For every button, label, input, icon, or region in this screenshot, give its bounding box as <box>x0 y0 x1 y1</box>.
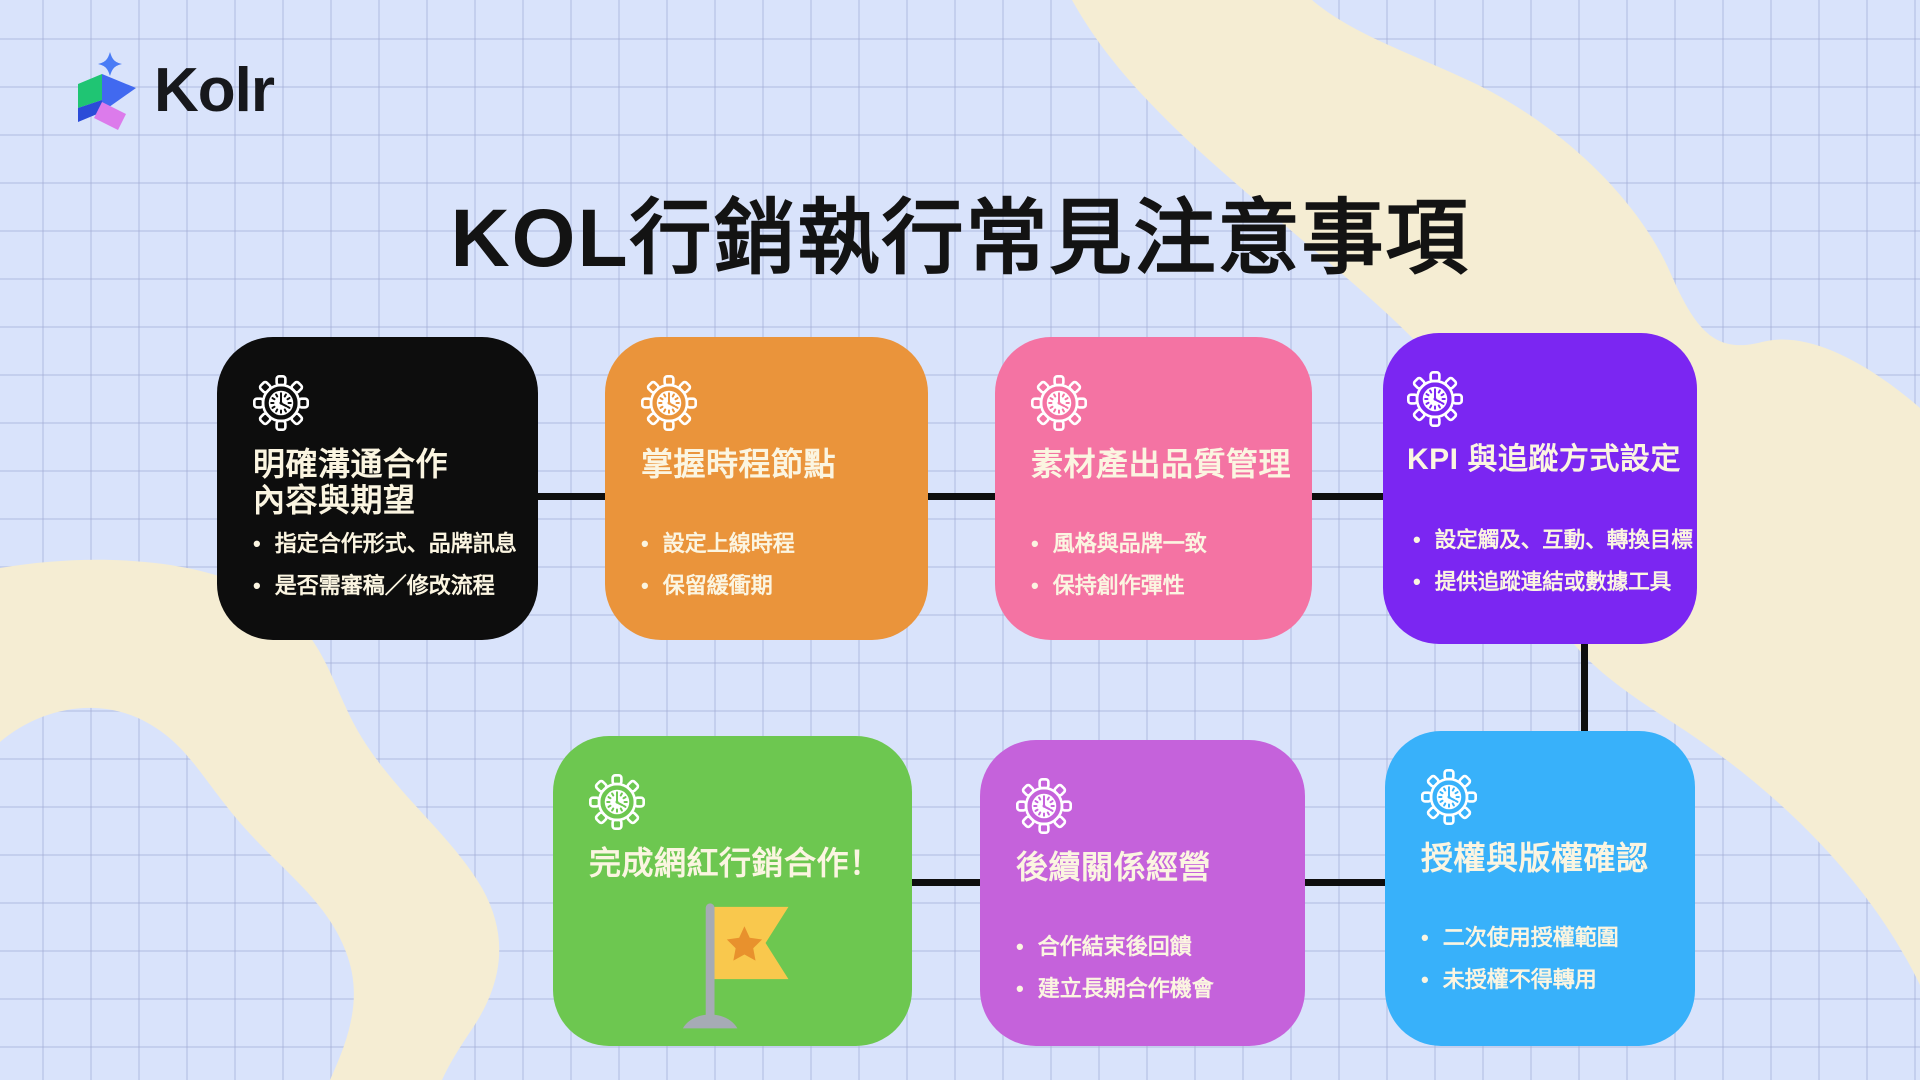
card-bullet-list: 設定上線時程 保留緩衝期 <box>641 527 914 611</box>
bullet-item: 設定上線時程 <box>641 527 914 560</box>
card-title: 後續關係經營 <box>1016 849 1212 885</box>
card-bullet-list: 合作結束後回饋 建立長期合作機會 <box>1016 930 1291 1014</box>
page-title: KOL行銷執行常見注意事項 <box>450 192 1470 284</box>
bullet-item: 是否需審稿／修改流程 <box>253 569 524 602</box>
kolr-logo: Kolr <box>76 50 275 130</box>
gear-clock-icon <box>1031 375 1087 431</box>
step-card-schedule: 掌握時程節點 設定上線時程 保留緩衝期 <box>605 337 928 640</box>
step-card-kpi: KPI 與追蹤方式設定 設定觸及、互動、轉換目標 提供追蹤連結或數據工具 <box>1383 333 1697 644</box>
connector-line <box>928 493 995 500</box>
bullet-item: 指定合作形式、品牌訊息 <box>253 527 524 560</box>
bullet-item: 二次使用授權範圍 <box>1421 921 1681 954</box>
brand-name: Kolr <box>154 55 275 125</box>
gear-clock-icon <box>253 375 309 431</box>
bullet-item: 保留緩衝期 <box>641 569 914 602</box>
bullet-item: 設定觸及、互動、轉換目標 <box>1413 523 1693 556</box>
step-card-relationship: 後續關係經營 合作結束後回饋 建立長期合作機會 <box>980 740 1305 1046</box>
step-card-quality: 素材產出品質管理 風格與品牌一致 保持創作彈性 <box>995 337 1312 640</box>
card-bullet-list: 二次使用授權範圍 未授權不得轉用 <box>1421 921 1681 1005</box>
bullet-item: 保持創作彈性 <box>1031 569 1298 602</box>
card-title: 完成網紅行銷合作！ <box>589 845 882 881</box>
bullet-item: 提供追蹤連結或數據工具 <box>1413 565 1683 598</box>
kolr-logo-mark <box>78 52 136 130</box>
card-title: 素材產出品質管理 <box>1031 446 1292 482</box>
card-bullet-list: 風格與品牌一致 保持創作彈性 <box>1031 527 1298 611</box>
sparkle-icon <box>98 52 122 76</box>
connector-line <box>1305 879 1385 886</box>
gear-clock-icon <box>589 774 645 830</box>
card-title: 掌握時程節點 <box>641 446 837 482</box>
connector-line <box>538 493 605 500</box>
step-card-copyright: 授權與版權確認 二次使用授權範圍 未授權不得轉用 <box>1385 731 1695 1046</box>
bullet-item: 建立長期合作機會 <box>1016 972 1291 1005</box>
goal-flag-illustration <box>553 894 912 1036</box>
gear-clock-icon <box>1407 371 1463 427</box>
bullet-item: 風格與品牌一致 <box>1031 527 1298 560</box>
card-title: 授權與版權確認 <box>1421 840 1649 876</box>
bullet-item: 未授權不得轉用 <box>1421 963 1681 996</box>
bullet-item: 合作結束後回饋 <box>1016 930 1291 963</box>
gear-clock-icon <box>1421 769 1477 825</box>
step-card-complete: 完成網紅行銷合作！ <box>553 736 912 1046</box>
flag-icon <box>667 894 799 1036</box>
connector-line <box>1312 493 1383 500</box>
card-title: KPI 與追蹤方式設定 <box>1407 443 1681 476</box>
gear-clock-icon <box>1016 778 1072 834</box>
gear-clock-icon <box>641 375 697 431</box>
card-bullet-list: 設定觸及、互動、轉換目標 提供追蹤連結或數據工具 <box>1413 523 1693 608</box>
connector-line-vertical <box>1581 642 1588 733</box>
step-card-communication: 明確溝通合作 內容與期望 指定合作形式、品牌訊息 是否需審稿／修改流程 <box>217 337 538 640</box>
connector-line <box>912 879 980 886</box>
card-title: 明確溝通合作 內容與期望 <box>253 446 449 518</box>
card-bullet-list: 指定合作形式、品牌訊息 是否需審稿／修改流程 <box>253 527 524 611</box>
